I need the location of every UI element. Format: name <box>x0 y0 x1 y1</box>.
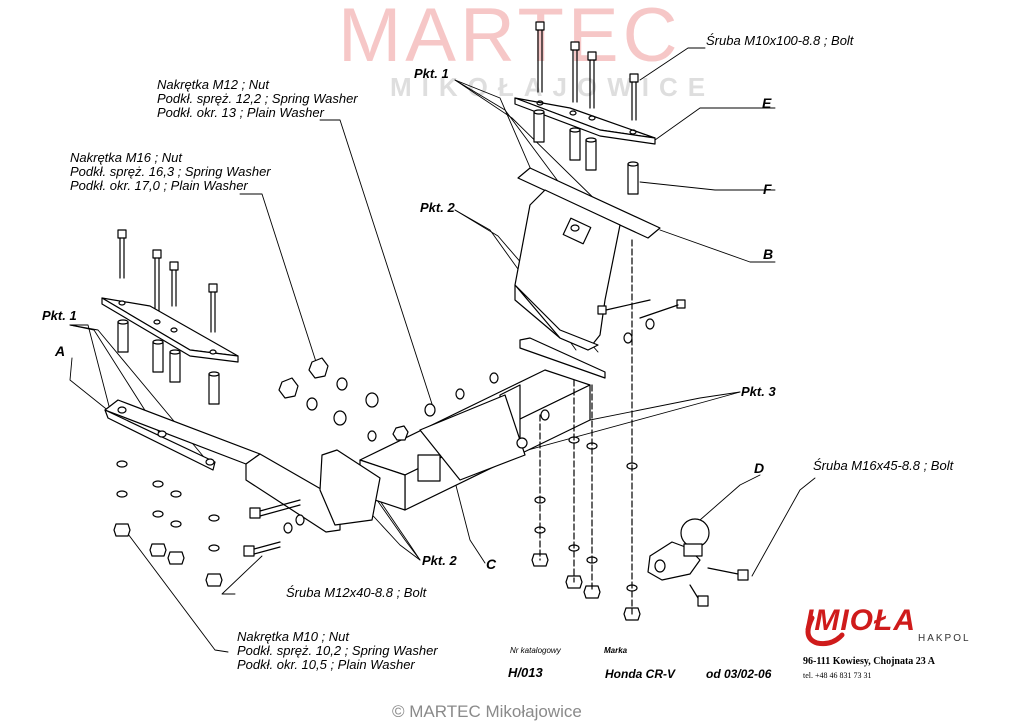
part-label-e: E <box>762 95 772 111</box>
part-label-a: A <box>55 343 66 359</box>
point-2-top: Pkt. 2 <box>420 200 455 215</box>
spacers-f-right <box>533 109 639 195</box>
label-nut-m12-line3: Podkł. okr. 13 ; Plain Washer <box>157 105 324 120</box>
part-label-b: B <box>763 246 774 262</box>
bolts-m10-left <box>117 229 218 333</box>
production-date: od 03/02-06 <box>706 667 772 681</box>
washer-stacks-right <box>531 239 641 621</box>
label-nut-m16-line2: Podkł. spręż. 16,3 ; Spring Washer <box>70 164 271 179</box>
label-nut-m10-line1: Nakrętka M10 ; Nut <box>237 629 349 644</box>
left-bracket <box>104 399 381 533</box>
catalog-number: H/013 <box>508 665 543 680</box>
vehicle-make: Honda CR-V <box>605 667 675 681</box>
watermark-main: MARTEC <box>338 0 682 78</box>
washer-stacks-left <box>113 460 223 587</box>
bolts-m10-right <box>535 21 639 121</box>
part-label-d: D <box>754 460 765 476</box>
bolts-near-bracket-b <box>597 299 686 344</box>
point-2-bottom: Pkt. 2 <box>422 553 457 568</box>
watermark-sub: MIKOŁAJOWICE <box>390 72 716 102</box>
brand-subtitle: HAKPOL <box>918 633 971 644</box>
label-nut-m16-line1: Nakrętka M16 ; Nut <box>70 150 182 165</box>
plate-e <box>514 97 656 145</box>
spacers-left <box>117 319 220 405</box>
part-label-c: C <box>486 556 497 572</box>
brand-address: 96-111 Kowiesy, Chojnata 23 A <box>803 656 935 667</box>
towball-d <box>647 518 749 607</box>
part-label-f: F <box>763 181 772 197</box>
label-bolt-m10: Śruba M10x100-8.8 ; Bolt <box>706 33 854 48</box>
brand-logo: IMIOŁA <box>805 604 916 637</box>
label-nut-m12-line2: Podkł. spręż. 12,2 ; Spring Washer <box>157 91 358 106</box>
crossbar-c <box>359 337 606 511</box>
brand-phone: tel. +48 46 831 73 31 <box>803 671 872 680</box>
catalog-header: Nr katalogowy <box>510 646 561 655</box>
bracket-b <box>514 167 661 351</box>
middle-nuts-washers <box>278 357 550 442</box>
label-nut-m12-line1: Nakrętka M12 ; Nut <box>157 77 269 92</box>
label-bolt-m12: Śruba M12x40-8.8 ; Bolt <box>286 585 427 600</box>
plate-a-top <box>101 297 239 363</box>
brand-swoosh <box>805 615 845 647</box>
label-bolt-m16: Śruba M16x45-8.8 ; Bolt <box>813 458 954 473</box>
point-1-top: Pkt. 1 <box>414 66 449 81</box>
label-nut-m10-line3: Podkł. okr. 10,5 ; Plain Washer <box>237 657 415 672</box>
make-header: Marka <box>604 646 628 655</box>
label-nut-m10-line2: Podkł. spręż. 10,2 ; Spring Washer <box>237 643 438 658</box>
copyright-notice: © MARTEC Mikołajowice <box>392 702 582 721</box>
point-3: Pkt. 3 <box>741 384 776 399</box>
label-nut-m16-line3: Podkł. okr. 17,0 ; Plain Washer <box>70 178 248 193</box>
bolts-m12 <box>243 499 305 557</box>
point-1-left: Pkt. 1 <box>42 308 77 323</box>
